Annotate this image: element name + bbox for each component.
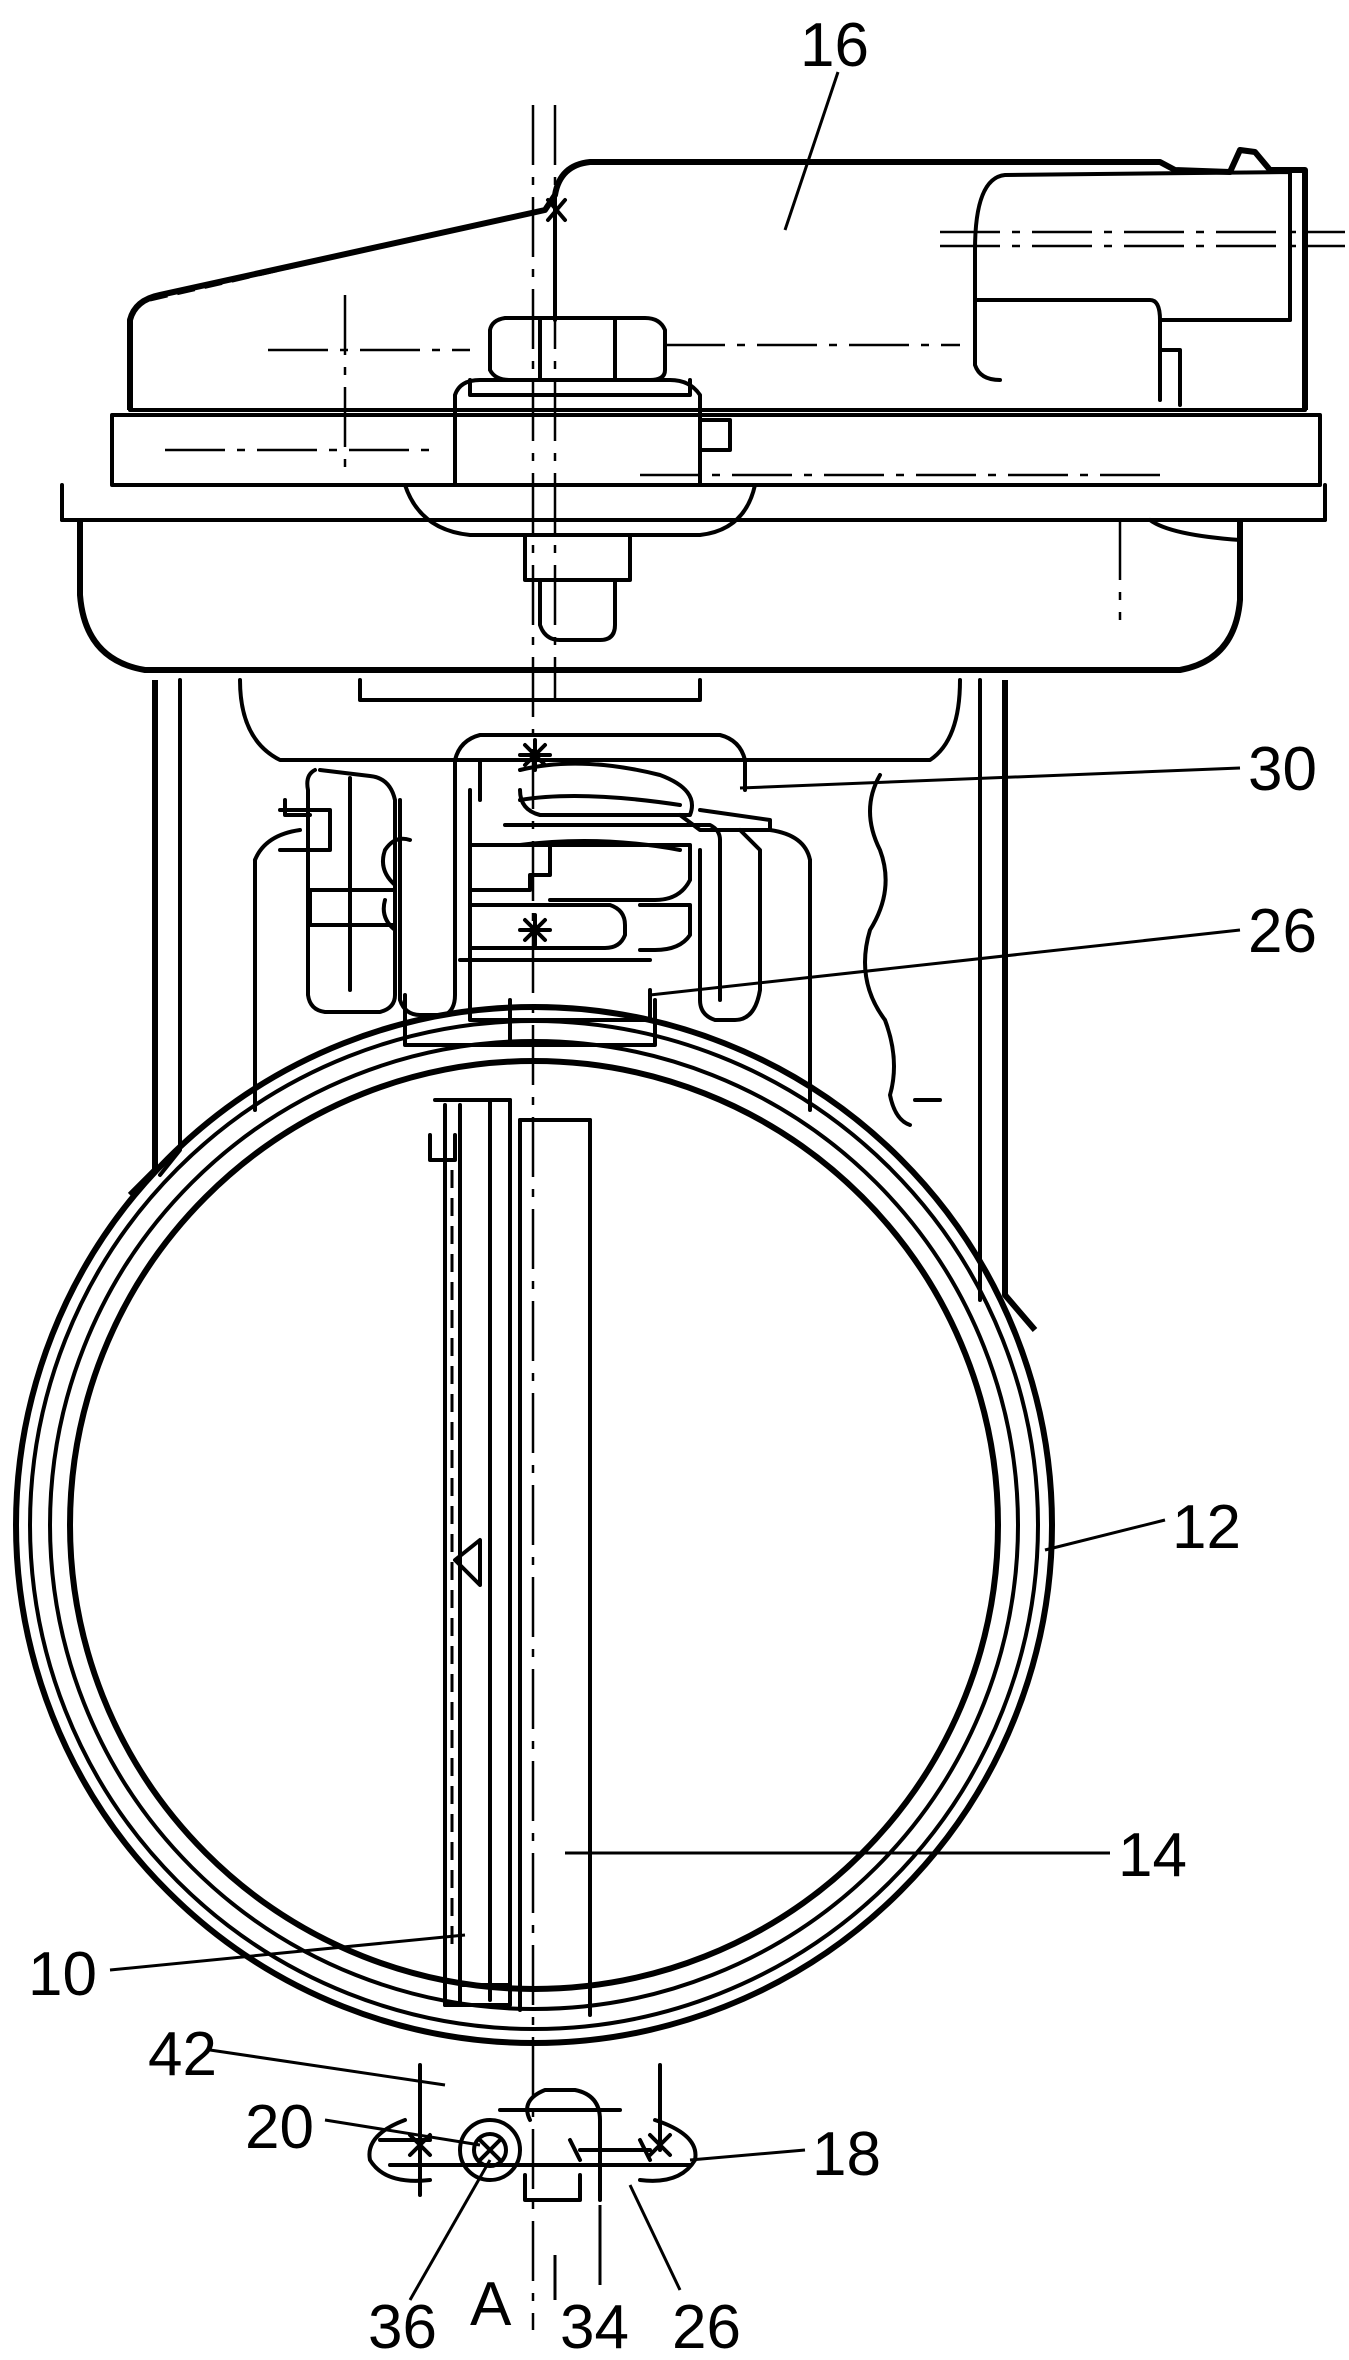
ref-34: 34 — [560, 2293, 629, 2355]
ref-26-upper: 26 — [1248, 897, 1317, 966]
ref-16: 16 — [800, 11, 869, 80]
ref-12: 12 — [1172, 1493, 1241, 1562]
support-bracket — [127, 678, 1038, 1332]
reference-numerals: 16 30 26 12 14 10 42 20 18 36 A 34 26 — [28, 11, 1317, 2360]
actuator-housing — [60, 147, 1345, 673]
ref-42: 42 — [148, 2020, 217, 2089]
ref-20: 20 — [245, 2093, 314, 2162]
ref-10: 10 — [28, 1940, 97, 2009]
ref-14: 14 — [1118, 1821, 1187, 1890]
ref-36: 36 — [368, 2293, 437, 2355]
leader-lines — [109, 71, 1241, 2301]
ref-26-lower: 26 — [672, 2293, 741, 2355]
ref-30: 30 — [1248, 735, 1317, 804]
ref-a: A — [470, 2270, 512, 2339]
ref-18: 18 — [812, 2120, 881, 2189]
centerlines — [531, 105, 557, 2330]
valve-flap-and-shaft — [367, 1098, 698, 2202]
